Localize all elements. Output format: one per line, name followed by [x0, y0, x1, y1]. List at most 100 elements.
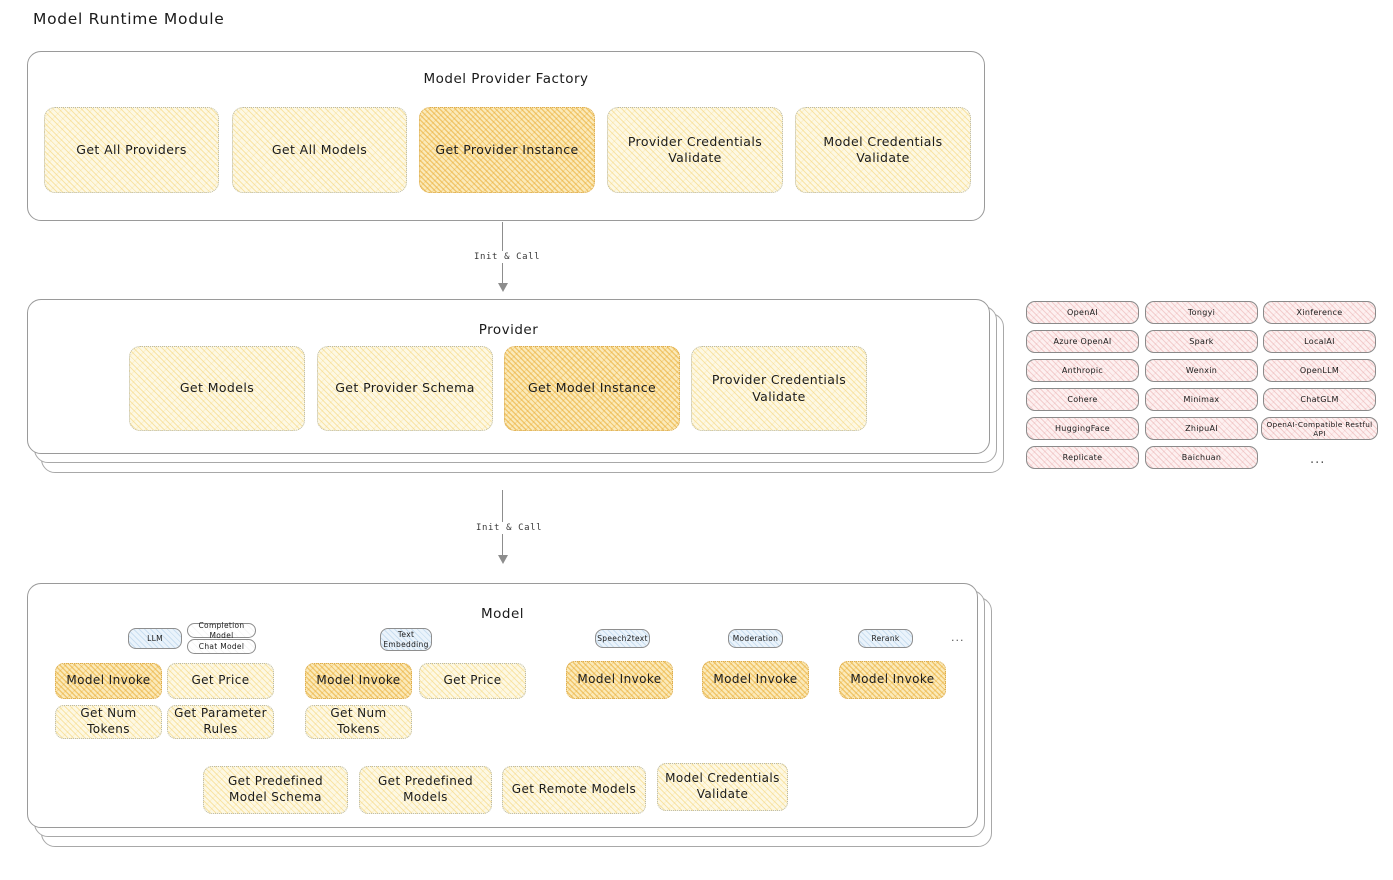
provider-chip-azure-openai[interactable]: Azure OpenAI — [1026, 330, 1139, 353]
model-type-badge-text-embedding[interactable]: Text Embedding — [380, 628, 432, 651]
model-shared-model-credentials-validate[interactable]: Model Credentials Validate — [657, 763, 788, 811]
model-method-label: Get Price — [443, 673, 502, 688]
model-shared-get-remote-models[interactable]: Get Remote Models — [502, 766, 646, 814]
model-method-moderation-model-invoke[interactable]: Model Invoke — [702, 661, 809, 699]
model-method-rerank-model-invoke[interactable]: Model Invoke — [839, 661, 946, 699]
model-sub-badge-chat-model[interactable]: Chat Model — [187, 639, 256, 654]
factory-box-get-provider-instance[interactable]: Get Provider Instance — [419, 107, 595, 193]
provider-chip-openai[interactable]: OpenAI — [1026, 301, 1139, 324]
provider-chip-baichuan[interactable]: Baichuan — [1145, 446, 1258, 469]
arrow-provider-to-model-head — [498, 555, 508, 564]
provider-chip-label: Baichuan — [1181, 453, 1222, 462]
provider-chip-label: Replicate — [1062, 453, 1103, 462]
model-shared-label: Get Predefined Models — [377, 774, 474, 804]
model-method-label: Get Parameter Rules — [174, 706, 267, 736]
provider-chip-label: Cohere — [1067, 395, 1098, 404]
provider-chip-label: OpenAI — [1067, 308, 1098, 317]
factory-box-get-all-providers[interactable]: Get All Providers — [44, 107, 219, 193]
factory-box-label: Get All Providers — [76, 141, 187, 157]
model-types-more-indicator: ... — [951, 631, 965, 644]
model-method-llm-get-num-tokens[interactable]: Get Num Tokens — [55, 705, 162, 739]
factory-box-provider-credentials-validate[interactable]: Provider Credentials Validate — [607, 107, 783, 193]
provider-chip-zhipuai[interactable]: ZhipuAI — [1145, 417, 1258, 440]
provider-chip-label: Azure OpenAI — [1053, 337, 1112, 346]
provider-chip-wenxin[interactable]: Wenxin — [1145, 359, 1258, 382]
model-sub-badge-label: Chat Model — [198, 641, 245, 651]
model-method-llm-model-invoke[interactable]: Model Invoke — [55, 663, 162, 699]
provider-chip-minimax[interactable]: Minimax — [1145, 388, 1258, 411]
model-type-badge-label: Speech2text — [597, 633, 648, 643]
model-type-badge-moderation[interactable]: Moderation — [728, 629, 783, 648]
provider-list-more-indicator: ... — [1310, 452, 1326, 467]
model-shared-get-predefined-model-schema[interactable]: Get Predefined Model Schema — [203, 766, 348, 814]
provider-chip-label: Xinference — [1296, 308, 1343, 317]
factory-box-model-credentials-validate[interactable]: Model Credentials Validate — [795, 107, 971, 193]
model-shared-label: Get Predefined Model Schema — [227, 774, 324, 804]
provider-chip-label: LocalAI — [1304, 337, 1335, 346]
provider-chip-xinference[interactable]: Xinference — [1263, 301, 1376, 324]
factory-box-label: Get All Models — [271, 141, 368, 157]
provider-box-get-models[interactable]: Get Models — [129, 346, 305, 431]
model-method-embedding-get-num-tokens[interactable]: Get Num Tokens — [305, 705, 412, 739]
provider-chip-label: Wenxin — [1185, 366, 1218, 375]
model-method-label: Get Num Tokens — [330, 706, 387, 736]
model-type-badge-speech2text[interactable]: Speech2text — [595, 629, 650, 648]
model-shared-label: Model Credentials Validate — [665, 771, 780, 801]
model-shared-get-predefined-models[interactable]: Get Predefined Models — [359, 766, 492, 814]
model-provider-factory-title: Model Provider Factory — [423, 71, 589, 87]
provider-chip-label: OpenLLM — [1299, 366, 1340, 375]
provider-chip-localai[interactable]: LocalAI — [1263, 330, 1376, 353]
provider-chip-label: OpenAI-Compatible Restful API — [1266, 419, 1373, 438]
provider-box-provider-credentials-validate[interactable]: Provider Credentials Validate — [691, 346, 867, 431]
provider-box-label: Get Provider Schema — [335, 380, 475, 396]
model-method-llm-get-parameter-rules[interactable]: Get Parameter Rules — [167, 705, 274, 739]
provider-chip-chatglm[interactable]: ChatGLM — [1263, 388, 1376, 411]
model-method-speech2text-model-invoke[interactable]: Model Invoke — [566, 661, 673, 699]
provider-chip-huggingface[interactable]: HuggingFace — [1026, 417, 1139, 440]
arrow-provider-to-model-label: Init & Call — [472, 522, 547, 534]
model-method-embedding-get-price[interactable]: Get Price — [419, 663, 526, 699]
provider-chip-label: Anthropic — [1061, 366, 1104, 375]
model-type-badge-label: Rerank — [871, 633, 900, 643]
provider-chip-tongyi[interactable]: Tongyi — [1145, 301, 1258, 324]
provider-title: Provider — [478, 322, 539, 338]
model-sub-badge-label: Completion Model — [198, 621, 245, 640]
provider-chip-label: Minimax — [1183, 395, 1220, 404]
model-shared-label: Get Remote Models — [511, 782, 637, 797]
model-method-embedding-model-invoke[interactable]: Model Invoke — [305, 663, 412, 699]
provider-chip-openllm[interactable]: OpenLLM — [1263, 359, 1376, 382]
provider-box-get-model-instance[interactable]: Get Model Instance — [504, 346, 680, 431]
provider-chip-label: ChatGLM — [1300, 395, 1339, 404]
model-type-badge-rerank[interactable]: Rerank — [858, 629, 913, 648]
model-method-label: Model Invoke — [66, 673, 151, 688]
model-type-badge-label: Text Embedding — [383, 630, 429, 649]
factory-box-label: Get Provider Instance — [435, 141, 579, 157]
factory-box-get-all-models[interactable]: Get All Models — [232, 107, 407, 193]
provider-chip-label: Tongyi — [1187, 308, 1216, 317]
model-sub-badge-completion-model[interactable]: Completion Model — [187, 621, 256, 640]
provider-chip-label: HuggingFace — [1054, 424, 1110, 433]
model-type-badge-label: LLM — [147, 633, 163, 643]
model-type-badge-label: Moderation — [732, 633, 779, 643]
model-method-label: Model Invoke — [850, 672, 935, 687]
model-method-label: Get Num Tokens — [80, 706, 137, 736]
model-type-badge-llm[interactable]: LLM — [128, 628, 182, 649]
model-method-label: Model Invoke — [316, 673, 401, 688]
provider-chip-anthropic[interactable]: Anthropic — [1026, 359, 1139, 382]
provider-chip-label: ZhipuAI — [1185, 424, 1218, 433]
provider-chip-replicate[interactable]: Replicate — [1026, 446, 1139, 469]
provider-chip-spark[interactable]: Spark — [1145, 330, 1258, 353]
factory-box-label: Model Credentials Validate — [823, 133, 943, 166]
page-title: Model Runtime Module — [33, 10, 225, 28]
provider-box-get-provider-schema[interactable]: Get Provider Schema — [317, 346, 493, 431]
provider-chip-openai-compatible-restful-api[interactable]: OpenAI-Compatible Restful API — [1261, 417, 1378, 440]
provider-chip-label: Spark — [1189, 337, 1214, 346]
provider-box-label: Get Model Instance — [527, 380, 657, 396]
arrow-factory-to-provider-head — [498, 283, 508, 292]
provider-box-label: Get Models — [179, 380, 255, 396]
model-method-label: Model Invoke — [713, 672, 798, 687]
model-method-llm-get-price[interactable]: Get Price — [167, 663, 274, 699]
provider-chip-cohere[interactable]: Cohere — [1026, 388, 1139, 411]
factory-box-label: Provider Credentials Validate — [627, 133, 763, 166]
